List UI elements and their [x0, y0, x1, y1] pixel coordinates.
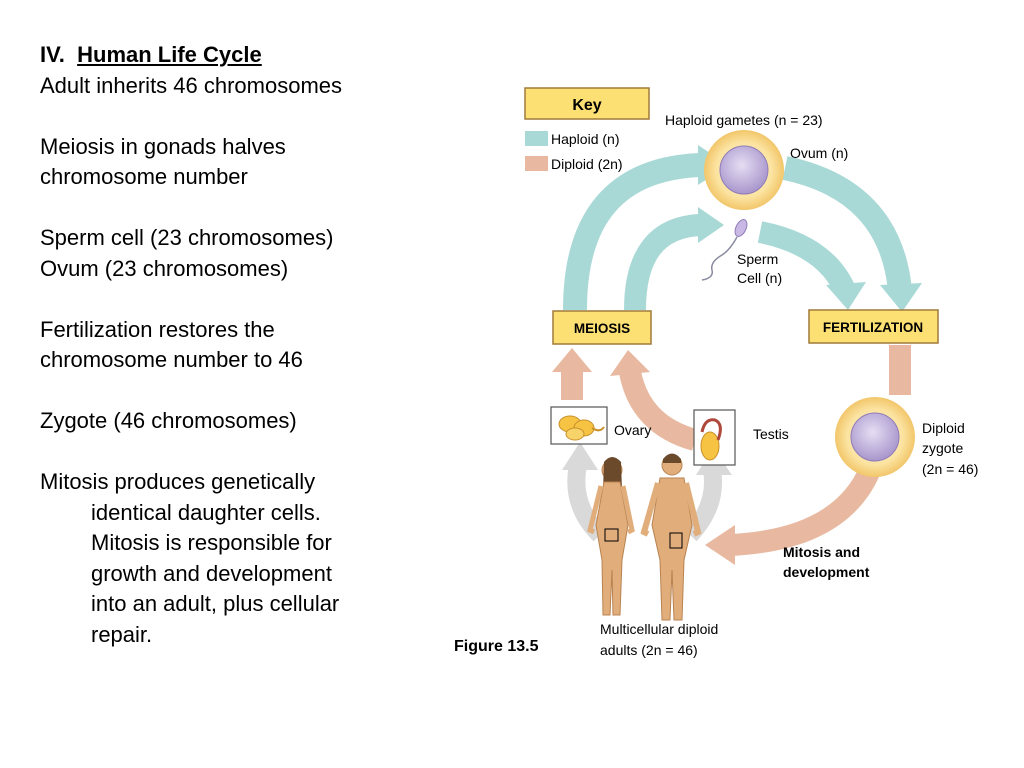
adults-label-2: adults (2n = 46) [600, 642, 698, 658]
ovum-nucleus [719, 145, 769, 195]
haploid-gametes-label: Haploid gametes (n = 23) [665, 112, 823, 128]
inner-haploid-arrow-right [757, 221, 856, 295]
figure-label: Figure 13.5 [454, 638, 539, 655]
zygote-note: Zygote (46 chromosomes) [40, 408, 297, 433]
ovary-label: Ovary [614, 422, 651, 438]
outer-haploid-arrow [563, 153, 701, 311]
female-gonad-marker [604, 528, 619, 542]
outer-haploid-arrow-right [782, 156, 912, 292]
zygote-to-adult-arrowhead [705, 525, 735, 565]
mitosis-label-1: Mitosis and [783, 544, 860, 560]
key-haploid-label: Haploid (n) [551, 131, 619, 147]
inner-haploid-arrow [624, 214, 701, 311]
lecture-notes: IV. Human Life Cycle Adult inherits 46 c… [40, 40, 440, 681]
notes-intro: IV. Human Life Cycle Adult inherits 46 c… [40, 40, 440, 101]
female-adult-figure [587, 457, 635, 616]
adults-label-1: Multicellular diploid [600, 621, 718, 637]
gonad-meiosis-arrowhead-outer [552, 348, 592, 372]
inner-haploid-arrowhead-right [826, 282, 866, 310]
key-diploid-swatch [525, 156, 548, 171]
zygote-nucleus [850, 412, 900, 462]
sperm-cell [701, 219, 748, 281]
adult-to-ovary-arrow [567, 463, 607, 542]
male-adult-figure [640, 453, 702, 621]
zygote-label-3: (2n = 46) [922, 461, 978, 477]
inherit-line: Adult inherits 46 chromosomes [40, 72, 343, 98]
meiosis-label: MEIOSIS [574, 321, 630, 336]
gonad-to-meiosis-arrow-inner [619, 369, 699, 451]
male-gonad-marker [669, 532, 683, 549]
mitosis-note: Mitosis produces genetically identical d… [40, 469, 340, 647]
outer-haploid-arrowhead-right [880, 283, 922, 312]
zygote-label-1: Diploid [922, 420, 965, 436]
section-heading: IV. Human Life Cycle [40, 42, 262, 67]
sperm-label-1: Sperm [737, 251, 778, 267]
page-title: Human Life Cycle [77, 42, 262, 67]
ovum-label: Ovum (n) [790, 145, 848, 161]
gamete-note: Sperm cell (23 chromosomes) Ovum (23 chr… [40, 225, 334, 281]
meiosis-box [552, 310, 652, 345]
sperm-label-2: Cell (n) [737, 270, 782, 286]
zygote-to-adult-arrow [729, 465, 881, 556]
inner-haploid-arrowhead [698, 207, 724, 243]
zygote-label-2: zygote [922, 440, 963, 456]
key-title-box [524, 87, 650, 120]
fertilization-box [808, 309, 939, 344]
mitosis-label-2: development [783, 564, 870, 580]
fertilization-note: Fertilization restores the chromosome nu… [40, 316, 303, 373]
key-haploid-swatch [525, 131, 548, 146]
key-diploid-label: Diploid (2n) [551, 156, 623, 172]
key-title: Key [572, 97, 601, 114]
ovary-icon [558, 415, 605, 441]
testis-label: Testis [753, 426, 789, 442]
meiosis-note: Meiosis in gonads halves chromosome numb… [40, 133, 286, 190]
gonad-meiosis-arrowhead-inner [610, 350, 650, 376]
testis-icon [700, 418, 722, 461]
adult-to-ovary-arrowhead [562, 442, 598, 470]
fertilization-label: FERTILIZATION [823, 320, 923, 335]
